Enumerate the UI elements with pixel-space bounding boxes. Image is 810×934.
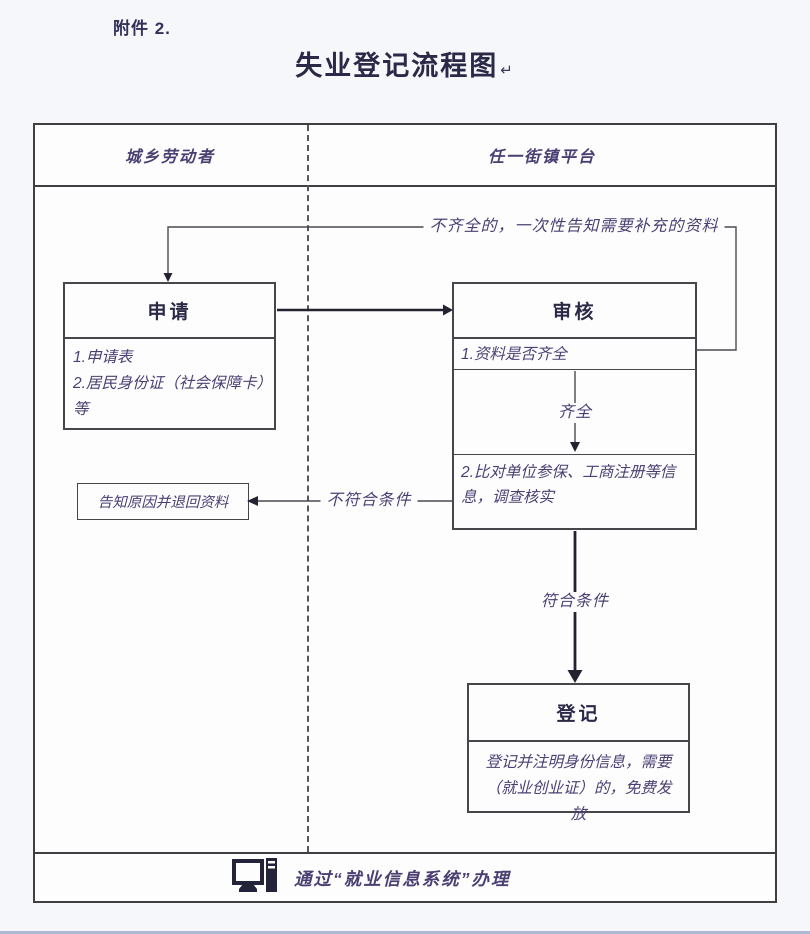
edge-label-not-qualified: 不符合条件 bbox=[320, 491, 418, 511]
return-mark: ↵ bbox=[500, 62, 515, 79]
column-header-workers: 城乡劳动者 bbox=[124, 149, 215, 166]
page-title: 失业登记流程图↵ bbox=[0, 44, 810, 83]
register-node-title: 登记 bbox=[469, 685, 688, 742]
apply-item-1: 1.申请表 bbox=[73, 349, 133, 366]
header-divider-line bbox=[33, 185, 777, 187]
review-middle-cell bbox=[454, 370, 695, 455]
review-step1: 1.资料是否齐全 bbox=[454, 339, 695, 370]
apply-node-body: 1.申请表 2.居民身份证（社会保障卡）等 bbox=[65, 339, 274, 423]
footer-divider-line bbox=[33, 852, 777, 854]
column-header-platform: 任一街镇平台 bbox=[487, 149, 596, 166]
review-node-title: 审核 bbox=[454, 284, 695, 339]
apply-item-2: 2.居民身份证（社会保障卡）等 bbox=[73, 375, 265, 418]
register-node-body: 登记并注明身份信息，需要（就业创业证）的，免费发放 bbox=[485, 754, 672, 823]
edge-label-incomplete: 不齐全的，一次性告知需要补充的资料 bbox=[423, 217, 725, 237]
apply-node: 申请 1.申请表 2.居民身份证（社会保障卡）等 bbox=[63, 282, 276, 430]
review-step2: 2.比对单位参保、工商注册等信息，调查核实 bbox=[461, 464, 676, 506]
lane-dashed-divider bbox=[307, 125, 309, 852]
apply-node-title: 申请 bbox=[65, 284, 274, 339]
edge-label-complete: 齐全 bbox=[551, 403, 599, 423]
computer-icon bbox=[232, 858, 277, 892]
page-title-text: 失业登记流程图 bbox=[295, 51, 499, 81]
edge-label-qualified: 符合条件 bbox=[534, 592, 616, 612]
reject-node: 告知原因并退回资料 bbox=[77, 483, 249, 520]
attachment-label: 附件 2. bbox=[113, 19, 171, 38]
bottom-window-edge bbox=[0, 931, 810, 934]
footer-system-text: 通过“就业信息系统”办理 bbox=[294, 869, 511, 889]
register-node: 登记 登记并注明身份信息，需要（就业创业证）的，免费发放 bbox=[467, 683, 690, 823]
